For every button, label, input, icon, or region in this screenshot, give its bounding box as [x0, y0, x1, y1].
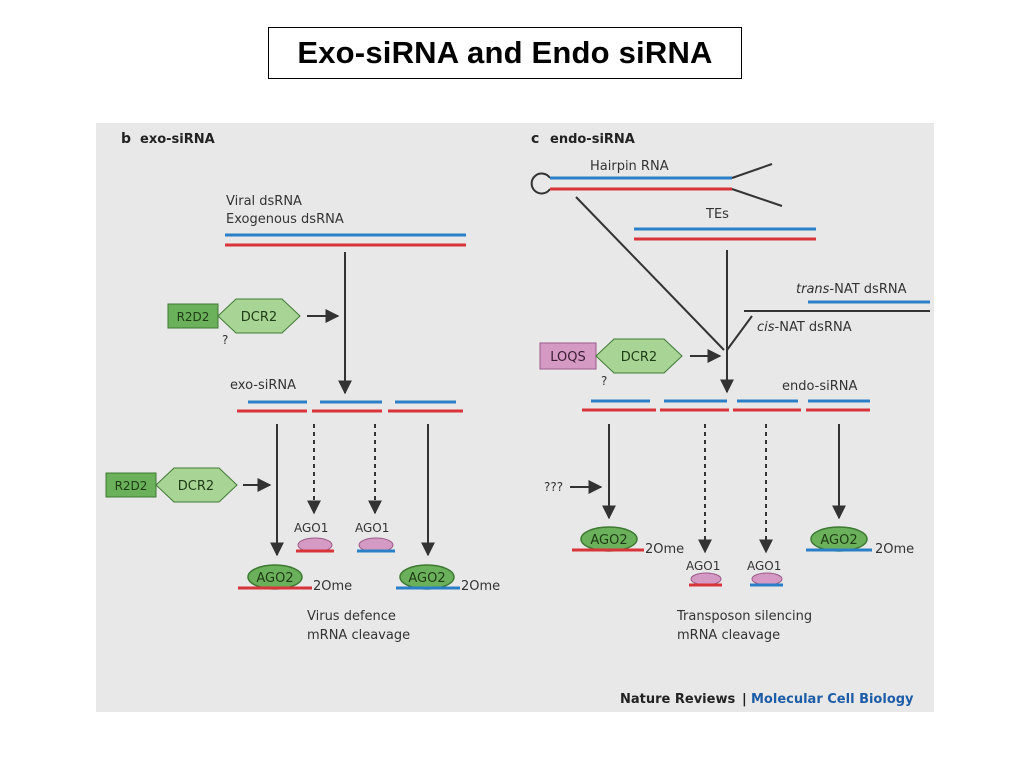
hairpin-rna: Hairpin RNA: [530, 159, 783, 207]
figure-panel: b exo-siRNA Viral dsRNA Exogenous dsRNA …: [96, 123, 934, 712]
loqs-box: [539, 342, 597, 370]
trans-nat-rest: -NAT dsRNA: [829, 282, 906, 297]
ago2-complex-b: AGO2 2Ome: [396, 564, 500, 594]
r2d2-label-bottom: R2D2: [115, 479, 148, 493]
cis-nat-rest: -NAT dsRNA: [775, 320, 852, 335]
transposable-elements: TEs: [634, 207, 816, 241]
r2d2-dcr2-complex-top: R2D2 DCR2 ?: [167, 298, 301, 347]
trans-nat-dsrna: trans-NAT dsRNA: [744, 282, 930, 312]
ago2-label-c-b: AGO2: [820, 533, 857, 548]
cis-nat-label: cis-NAT dsRNA: [757, 320, 852, 335]
exo-sirna-duplexes: [237, 400, 463, 413]
r2d2-dcr2-complex-bottom: R2D2 DCR2: [105, 467, 238, 503]
ago1-complex-c-a: AGO1: [686, 559, 722, 587]
ago1-complex-c-b: AGO1: [747, 559, 783, 587]
dcr2-hexagon-top: [217, 298, 301, 334]
2ome-label-c-b: 2Ome: [875, 542, 914, 557]
question-mark-c: ?: [601, 374, 607, 388]
endo-sirna-duplexes: [582, 399, 870, 412]
ago2-complex-c-b: AGO2 2Ome: [806, 526, 914, 557]
mrna-cleavage-label-c: mRNA cleavage: [677, 628, 780, 643]
2ome-label-b: 2Ome: [461, 579, 500, 594]
ago1-complex-b: AGO1: [355, 521, 395, 553]
mrna-cleavage-label-b: mRNA cleavage: [307, 628, 410, 643]
r2d2-box-top: [167, 303, 219, 329]
trans-nat-label: trans-NAT dsRNA: [796, 282, 907, 297]
cis-nat-italic: cis: [757, 320, 775, 335]
nat-converge-line: [726, 315, 753, 351]
dcr2-hexagon-bottom: [155, 467, 238, 503]
ago1-label-c-b: AGO1: [747, 559, 781, 573]
viral-dsrna-label: Viral dsRNA: [226, 194, 302, 209]
credit-separator: |: [742, 692, 747, 707]
ago2-label-a: AGO2: [256, 571, 293, 586]
credit-section: Molecular Cell Biology: [751, 692, 914, 707]
transposon-silencing-label: Transposon silencing: [676, 609, 812, 624]
virus-defence-label: Virus defence: [307, 609, 396, 624]
hairpin-converge-line: [575, 196, 725, 351]
credit-journal: Nature Reviews: [620, 692, 735, 707]
ago1-label-b: AGO1: [355, 521, 389, 535]
ago1-complex-a: AGO1: [294, 521, 334, 553]
exo-sirna-label: exo-siRNA: [230, 378, 296, 393]
panel-b-heading: exo-siRNA: [140, 132, 215, 147]
2ome-label-c-a: 2Ome: [645, 542, 684, 557]
dcr2-hexagon-c: [595, 338, 683, 374]
loqs-label: LOQS: [550, 350, 586, 365]
slide-title: Exo-siRNA and Endo siRNA: [297, 35, 713, 70]
slide-title-box: Exo-siRNA and Endo siRNA: [268, 27, 742, 79]
loqs-dcr2-complex: LOQS DCR2 ?: [539, 338, 683, 388]
ago2-label-c-a: AGO2: [590, 533, 627, 548]
ago1-label-c-a: AGO1: [686, 559, 720, 573]
ago2-complex-a: AGO2 2Ome: [238, 564, 352, 594]
question-mark-top: ?: [222, 333, 228, 347]
hairpin-rna-label: Hairpin RNA: [590, 159, 669, 174]
dcr2-label-c: DCR2: [621, 350, 657, 365]
exogenous-dsrna-label: Exogenous dsRNA: [226, 212, 344, 227]
endo-sirna-label: endo-siRNA: [782, 379, 858, 394]
unknown-factor-label: ???: [544, 480, 563, 494]
trans-nat-italic: trans: [796, 282, 830, 297]
ago2-label-b: AGO2: [408, 571, 445, 586]
r2d2-label-top: R2D2: [177, 310, 210, 324]
pathway-diagram: b exo-siRNA Viral dsRNA Exogenous dsRNA …: [105, 131, 930, 707]
tes-label: TEs: [705, 207, 729, 222]
ago1-label-a: AGO1: [294, 521, 328, 535]
panel-b-letter: b: [121, 131, 131, 147]
panel-c-letter: c: [531, 131, 539, 147]
dcr2-label-top: DCR2: [241, 310, 277, 325]
2ome-label-a: 2Ome: [313, 579, 352, 594]
dcr2-label-bottom: DCR2: [178, 479, 214, 494]
panel-c-heading: endo-siRNA: [550, 132, 635, 147]
ago2-complex-c-a: AGO2 2Ome: [572, 526, 684, 557]
